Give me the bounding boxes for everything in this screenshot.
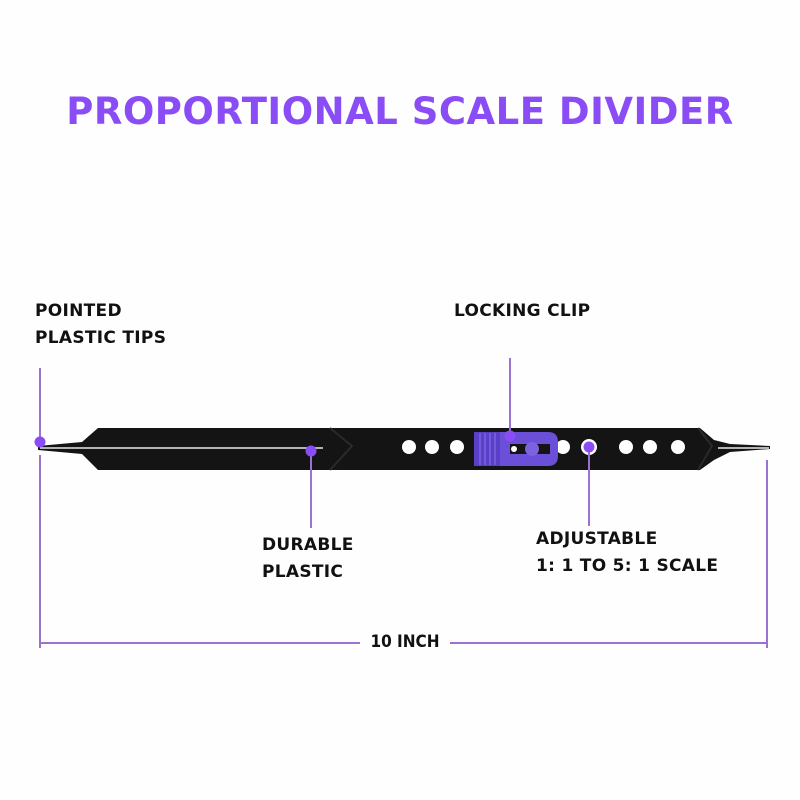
tips-label-line1: POINTED	[35, 301, 122, 321]
tips-dot	[34, 436, 46, 448]
body-label-line2: PLASTIC	[262, 562, 344, 582]
dimension-label: 10 INCH	[360, 632, 450, 652]
clip-dot	[504, 430, 516, 442]
body-label-line1: DURABLE	[262, 535, 354, 555]
body-callout: DURABLE PLASTIC	[262, 532, 354, 586]
scale-label-line1: ADJUSTABLE	[536, 529, 658, 549]
tips-label-line2: PLASTIC TIPS	[35, 328, 167, 348]
locking-clip	[474, 432, 558, 466]
scale-label-line2: 1: 1 TO 5: 1 SCALE	[536, 556, 719, 576]
scale-dot	[583, 441, 595, 453]
page-title: PROPORTIONAL SCALE DIVIDER	[66, 90, 734, 133]
left-arm	[38, 428, 352, 470]
scale-holes-left	[402, 440, 464, 454]
scale-callout: ADJUSTABLE 1: 1 TO 5: 1 SCALE	[536, 526, 718, 580]
clip-label: LOCKING CLIP	[454, 301, 591, 321]
tips-callout: POINTED PLASTIC TIPS	[35, 298, 166, 352]
body-dot	[305, 445, 317, 457]
clip-callout: LOCKING CLIP	[454, 298, 590, 325]
